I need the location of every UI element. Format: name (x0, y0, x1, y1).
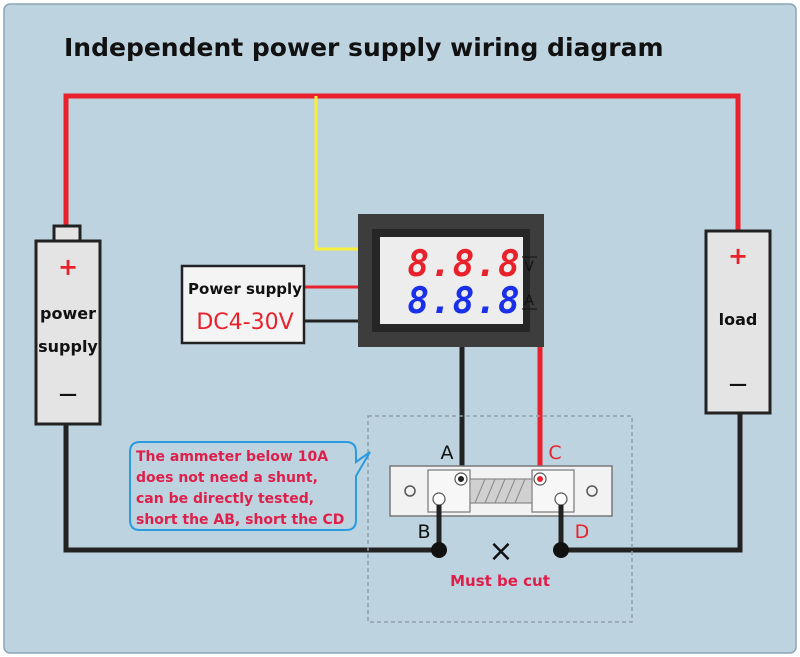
shunt-hatch (514, 478, 526, 504)
shunt-hatch (474, 478, 486, 504)
terminal-d-label: D (575, 521, 590, 543)
battery-label-line2: supply (38, 337, 98, 356)
battery-plus: + (58, 253, 78, 281)
top-red-wire (63, 93, 741, 232)
diagram-title: Independent power supply wiring diagram (64, 33, 664, 62)
note-line1: The ammeter below 10A (136, 449, 328, 465)
meter-display (380, 237, 523, 324)
battery-label-line1: power (40, 304, 96, 323)
shunt-hatch (484, 478, 496, 504)
battery (34, 239, 102, 426)
shunt-hatch (494, 478, 506, 504)
yellow-voltage-wire (314, 96, 358, 251)
note-line2: does not need a shunt, (136, 470, 318, 486)
bottom-black-wire-left (63, 424, 440, 553)
junction-d (553, 542, 569, 558)
cut-mark: × (488, 534, 513, 569)
voltage-reading: 8.8.8 (407, 244, 520, 285)
screw-d (554, 492, 568, 506)
load-minus: − (727, 370, 749, 400)
load-box (704, 229, 772, 415)
terminal-a-label: A (441, 442, 454, 464)
battery-minus: − (57, 380, 79, 410)
shunt-mount-hole-left (404, 485, 416, 497)
screw-c-point (537, 476, 543, 482)
junction-b (431, 542, 447, 558)
note-line4: short the AB, short the CD (136, 512, 344, 528)
power-module-title: Power supply (188, 280, 302, 298)
screw-b (432, 492, 446, 506)
shunt-resistor (469, 478, 533, 504)
note-line3: can be directly tested, (136, 491, 314, 507)
shunt-area-outline (367, 415, 633, 623)
screw-a-point (458, 476, 464, 482)
load-plus: + (728, 242, 748, 270)
shunt-hatch (504, 478, 516, 504)
current-reading: 8.8.8 (407, 281, 520, 322)
current-unit: A (524, 293, 534, 309)
note-bubble (129, 441, 371, 531)
cut-label: Must be cut (450, 572, 550, 590)
voltage-unit: V (524, 259, 534, 275)
terminal-b-label: B (417, 521, 430, 543)
load-label: load (719, 310, 758, 329)
terminal-c-label: C (548, 442, 561, 464)
power-module-range: DC4-30V (196, 310, 293, 335)
bottom-black-wire-right (560, 413, 743, 553)
power-supply-module (180, 264, 306, 345)
shunt-mount-hole-right (586, 485, 598, 497)
